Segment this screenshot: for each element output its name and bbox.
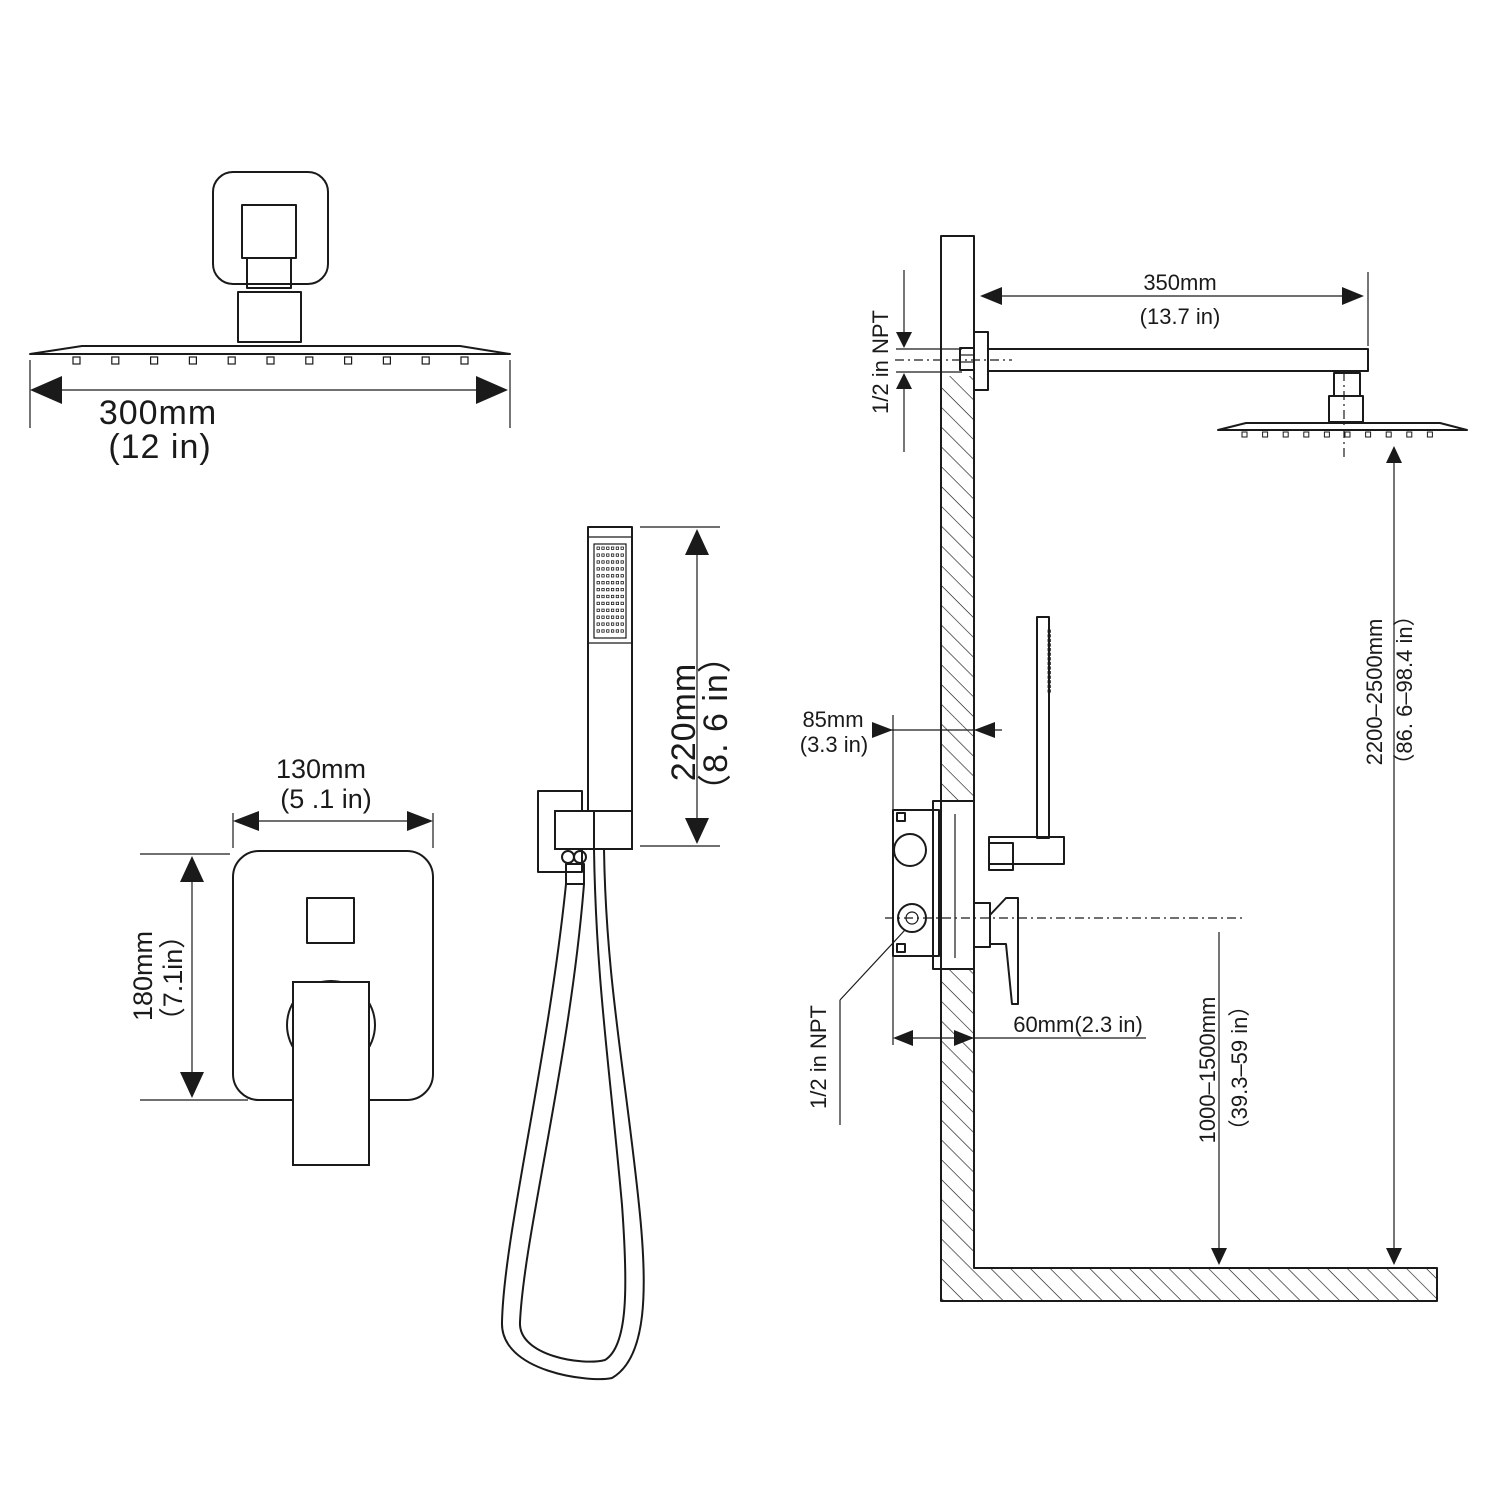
handshower-length-mm: 220mm	[665, 663, 703, 781]
valve-height-in: （7.1in）	[158, 922, 188, 1035]
arm-length-in: (13.7 in)	[1140, 304, 1221, 329]
inlet-thread-size: 1/2 in NPT	[806, 1005, 831, 1109]
mini-handshower-nozzles	[1047, 629, 1051, 693]
handshower-length-in: （8. 6 in）	[697, 638, 735, 808]
arm-length-mm: 350mm	[1143, 270, 1216, 295]
showerhead-width-mm: 300mm	[99, 394, 217, 432]
valve-front-view: 130mm (5 .1 in) 180mm （7.1in）	[128, 754, 434, 1166]
valve-width-mm: 130mm	[276, 754, 366, 784]
installation-side-view: 350mm (13.7 in) 1/2 in NPT 85mm (3	[800, 235, 1468, 1302]
wall-depth-in: (3.3 in)	[800, 732, 868, 757]
body-depth: 60mm(2.3 in)	[1013, 1012, 1143, 1037]
side-showerhead-nozzles	[1241, 431, 1433, 438]
showerhead-nozzles	[72, 356, 469, 365]
showerhead-width-in: (12 in)	[108, 428, 211, 466]
valve-height-range-mm: 1000–1500mm	[1195, 997, 1220, 1144]
valve-height-range-in: （39.3–59 in）	[1227, 995, 1252, 1142]
valve-height-mm: 180mm	[128, 931, 158, 1021]
showerhead-top-view: 300mm (12 in)	[29, 171, 511, 466]
head-height-range-in: （86. 6–98.4 in）	[1392, 604, 1417, 775]
valve-width-in: (5 .1 in)	[280, 784, 372, 814]
arm-thread-size: 1/2 in NPT	[868, 310, 893, 414]
wall-depth-mm: 85mm	[802, 707, 863, 732]
handshower-view: 220mm （8. 6 in）	[500, 526, 735, 1381]
handshower-nozzles	[596, 546, 624, 633]
head-height-range-mm: 2200–2500mm	[1362, 619, 1387, 766]
